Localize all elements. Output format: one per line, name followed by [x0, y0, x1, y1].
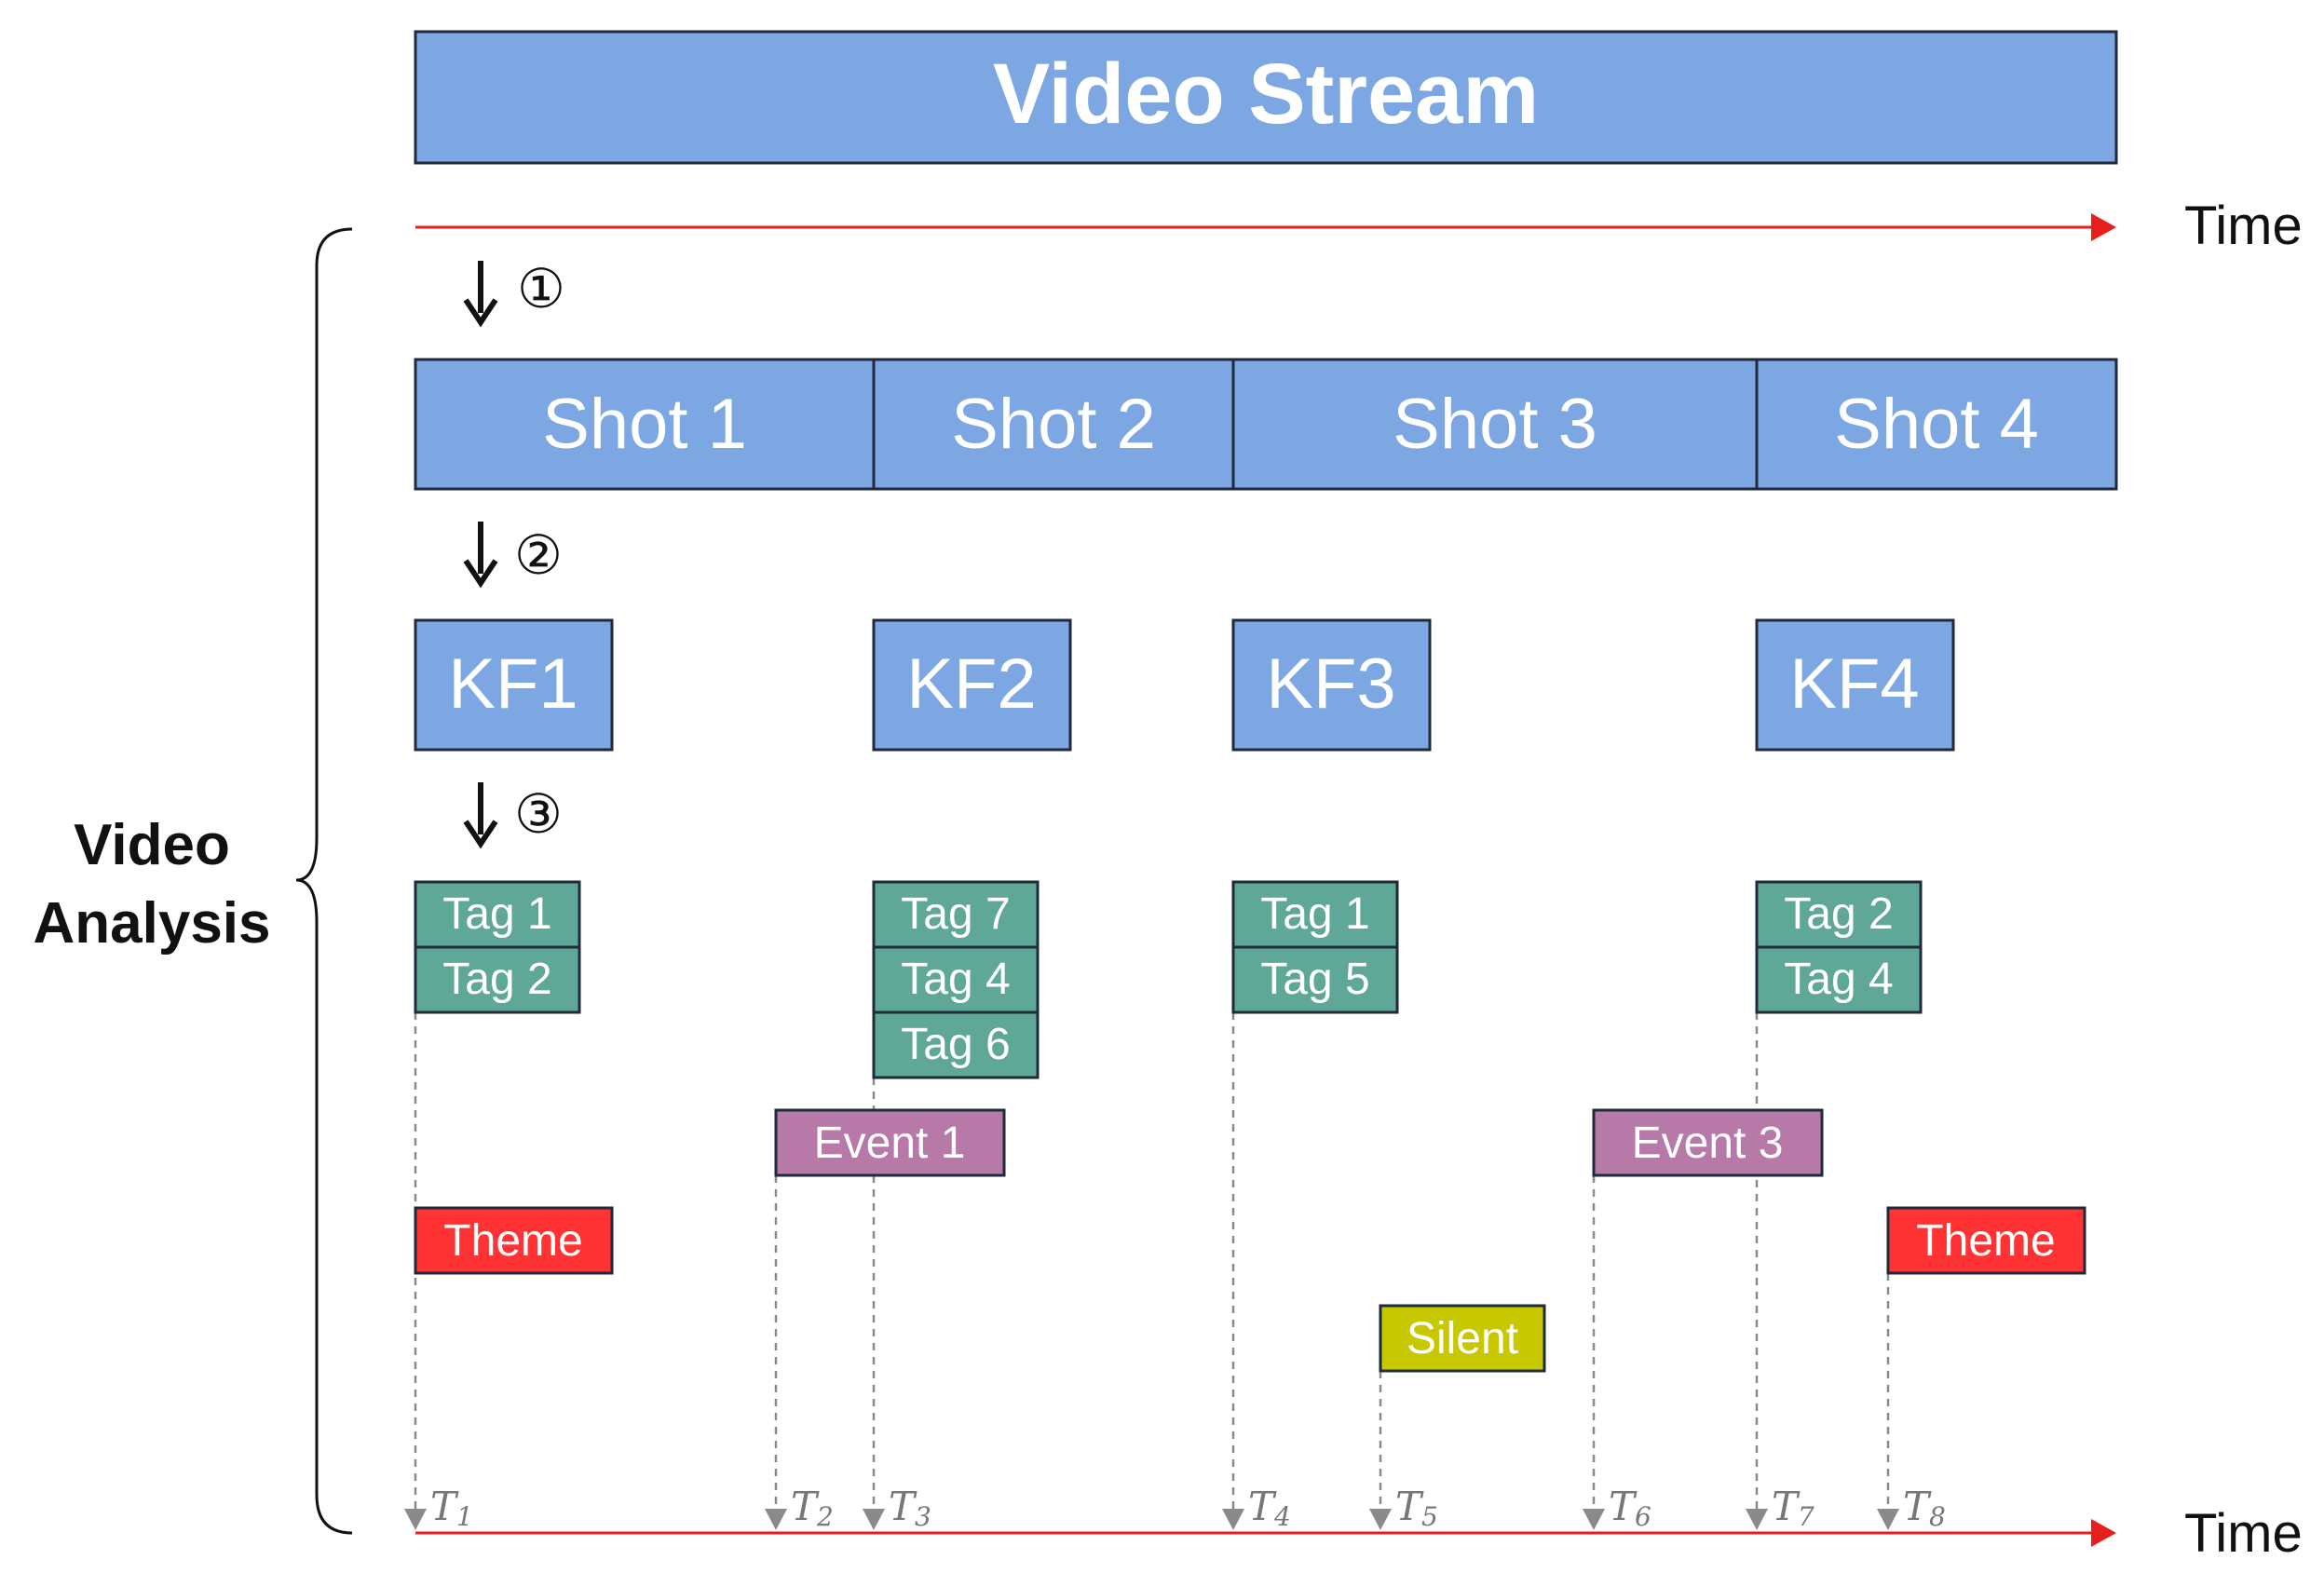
tag-label: Tag 6	[901, 1020, 1010, 1069]
drop-arrowhead-t4	[1222, 1509, 1244, 1530]
time-marker-t8: T8	[1903, 1484, 1946, 1532]
top-time-axis: Time	[415, 196, 2303, 256]
theme-2-label: Theme	[1916, 1216, 2055, 1266]
keyframe-4-box: KF4	[1755, 618, 1955, 752]
tag-label: Tag 5	[1260, 955, 1369, 1004]
theme-1-box: Theme	[414, 1206, 614, 1275]
side-label-line2: Analysis	[33, 891, 270, 956]
video-stream-label: Video Stream	[993, 47, 1539, 142]
keyframe-2-box: KF2	[872, 618, 1072, 752]
video-analysis-brace: Video Analysis	[33, 227, 353, 1535]
shot-2-box: Shot 2	[872, 358, 1235, 491]
drop-arrowhead-t7	[1746, 1509, 1768, 1530]
video-stream-box: Video Stream	[414, 30, 2118, 165]
time-marker-t2: T2	[791, 1484, 834, 1532]
keyframe-4-label: KF4	[1789, 644, 1919, 724]
time-marker-t3: T3	[889, 1484, 931, 1532]
drop-arrowhead-t3	[863, 1509, 885, 1530]
tag-group-3: Tag 1 Tag 5	[1231, 880, 1399, 1014]
step-2-number: ②	[514, 525, 563, 586]
silent-label: Silent	[1407, 1314, 1518, 1363]
step-marker-2: ②	[463, 522, 563, 589]
shot-3-box: Shot 3	[1231, 358, 1759, 491]
tag-group-1: Tag 1 Tag 2	[414, 880, 581, 1014]
event-3-box: Event 3	[1592, 1108, 1824, 1177]
time-marker-t1: T1	[430, 1484, 473, 1532]
time-marker-t4: T4	[1248, 1484, 1291, 1532]
tag-label: Tag 4	[1784, 955, 1893, 1004]
tag-group-4: Tag 2 Tag 4	[1755, 880, 1923, 1014]
tag-label: Tag 4	[901, 955, 1010, 1004]
side-label-line1: Video	[74, 813, 230, 877]
drop-arrowhead-t1	[404, 1509, 427, 1530]
step-1-number: ①	[517, 259, 565, 319]
keyframe-row: KF1 KF2 KF3 KF4	[414, 618, 1955, 752]
keyframe-3-label: KF3	[1266, 644, 1395, 724]
theme-1-label: Theme	[443, 1216, 582, 1266]
time-marker-t5: T5	[1395, 1484, 1438, 1532]
event-1-label: Event 1	[814, 1119, 966, 1168]
drop-arrowhead-t5	[1369, 1509, 1392, 1530]
event-3-label: Event 3	[1632, 1119, 1784, 1168]
drop-arrowhead-t6	[1583, 1509, 1605, 1530]
shot-4-label: Shot 4	[1834, 385, 2039, 464]
tag-label: Tag 1	[442, 889, 551, 939]
tag-group-2: Tag 7 Tag 4 Tag 6	[872, 880, 1040, 1079]
time-marker-t6: T6	[1609, 1484, 1651, 1532]
bottom-time-axis: Time	[415, 1503, 2303, 1564]
step-marker-3: ③	[463, 782, 563, 849]
drop-arrowhead-t2	[765, 1509, 787, 1530]
event-1-box: Event 1	[774, 1108, 1006, 1177]
tag-label: Tag 2	[1784, 889, 1893, 939]
step-3-number: ③	[514, 784, 563, 845]
shot-1-box: Shot 1	[414, 358, 876, 491]
keyframe-1-label: KF1	[448, 644, 578, 724]
keyframe-3-box: KF3	[1231, 618, 1432, 752]
theme-2-box: Theme	[1886, 1206, 2086, 1275]
silent-box: Silent	[1379, 1304, 1546, 1373]
shot-1-label: Shot 1	[542, 385, 747, 464]
shot-2-label: Shot 2	[951, 385, 1156, 464]
time-marker-t7: T7	[1772, 1484, 1814, 1532]
tag-label: Tag 2	[442, 955, 551, 1004]
time-label-top: Time	[2184, 196, 2303, 256]
shot-3-label: Shot 3	[1393, 385, 1597, 464]
tag-label: Tag 1	[1260, 889, 1369, 939]
shot-row: Shot 1 Shot 2 Shot 3 Shot 4	[414, 358, 2118, 491]
keyframe-2-label: KF2	[906, 644, 1036, 724]
tag-label: Tag 7	[901, 889, 1010, 939]
time-drop-lines	[414, 1012, 1890, 1511]
time-marker-labels: T1 T2 T3 T4 T5 T6 T7 T8	[430, 1484, 1946, 1532]
drop-arrowheads	[404, 1509, 1899, 1530]
drop-arrowhead-t8	[1877, 1509, 1899, 1530]
shot-4-box: Shot 4	[1755, 358, 2118, 491]
step-marker-1: ①	[463, 259, 565, 328]
time-label-bottom: Time	[2184, 1503, 2303, 1564]
keyframe-1-box: KF1	[414, 618, 614, 752]
